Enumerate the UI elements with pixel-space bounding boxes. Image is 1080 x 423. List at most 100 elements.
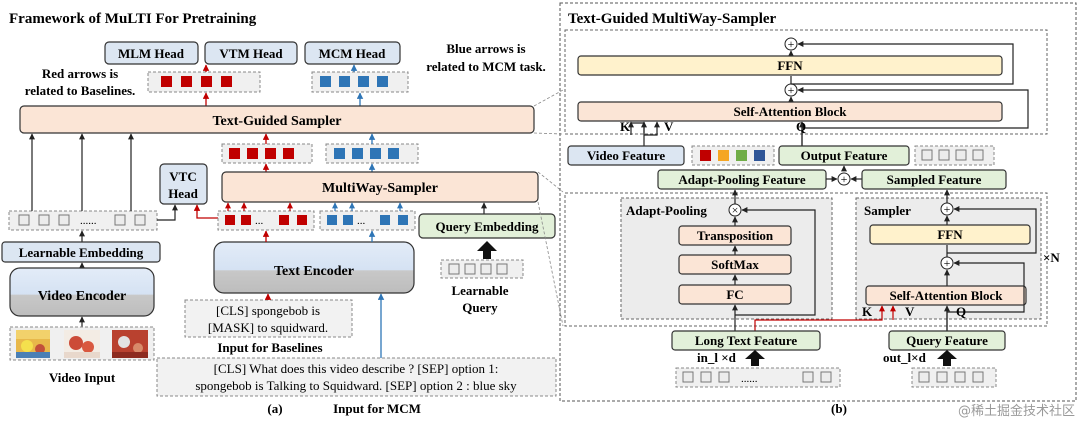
top-block-border	[564, 29, 1048, 135]
svg-text:Learnable Embedding: Learnable Embedding	[19, 245, 144, 260]
svg-text:+: +	[841, 172, 848, 186]
text-guided-sampler: Text-Guided Sampler	[19, 105, 535, 134]
plus-top	[784, 37, 798, 51]
swatch-red	[700, 150, 711, 161]
watermark: @稀土掘金技术社区	[958, 403, 1075, 419]
svg-text:Query Feature: Query Feature	[906, 333, 988, 348]
red-tokens-top	[147, 71, 261, 93]
self-attention-top: Self-Attention Block	[577, 101, 1003, 122]
pooling-sampler-border	[564, 192, 1048, 327]
up-arrow-query	[477, 241, 497, 259]
query-embedding: Query Embedding	[418, 213, 556, 239]
video-frame-1	[16, 330, 50, 358]
long-text-feature: Long Text Feature	[671, 330, 821, 351]
red-arrows-note-1: Red arrows is	[42, 66, 118, 81]
svg-text:......: ......	[80, 215, 97, 227]
video-token-row: ......	[8, 210, 158, 231]
svg-text:Self-Attention Block: Self-Attention Block	[889, 288, 1003, 303]
svg-text:FFN: FFN	[777, 58, 803, 73]
text-encoder: Text Encoder	[213, 241, 415, 294]
svg-text:VTM Head: VTM Head	[219, 46, 283, 61]
vtc-head: VTC Head	[159, 163, 208, 205]
svg-text:Text-Guided Sampler: Text-Guided Sampler	[213, 114, 342, 129]
svg-text:FC: FC	[726, 287, 743, 302]
mlm-head: MLM Head	[104, 41, 199, 65]
svg-text:MultiWay-Sampler: MultiWay-Sampler	[322, 181, 438, 196]
plus-combine	[837, 172, 851, 186]
svg-text:[CLS] spongebob is: [CLS] spongebob is	[216, 303, 320, 318]
blue-arrows-note-2: related to MCM task.	[426, 59, 546, 74]
in-dim-label: in_l ×d	[697, 350, 737, 365]
link-line-4	[537, 201, 564, 327]
times-n-label: ×N	[1043, 250, 1060, 265]
svg-text:Long Text Feature: Long Text Feature	[695, 333, 798, 348]
up-arrow-query-feature	[937, 350, 957, 366]
svg-text:+: +	[788, 83, 795, 97]
v-label-top: V	[664, 119, 674, 134]
mcm-head: MCM Head	[304, 41, 401, 65]
video-frame-2	[64, 330, 100, 358]
svg-text:VTC: VTC	[169, 169, 196, 184]
k-label-sampler: K	[862, 304, 873, 319]
up-arrow-long-text	[745, 350, 765, 366]
svg-text:...: ...	[357, 215, 366, 227]
k-label-top: K	[620, 119, 631, 134]
svg-text:Video Encoder: Video Encoder	[38, 289, 127, 304]
svg-text:Transposition: Transposition	[697, 228, 774, 243]
out-dim-label: out_l×d	[883, 350, 927, 365]
learnable-query-label-2: Query	[462, 300, 498, 315]
video-frame-3	[112, 330, 148, 358]
svg-text:MCM Head: MCM Head	[319, 46, 387, 61]
v-label-sampler: V	[905, 304, 915, 319]
sampler-label: Sampler	[864, 203, 911, 218]
mcm-input-text: [CLS] What does this video describe ? [S…	[156, 357, 557, 397]
blue-arrows-note-1: Blue arrows is	[446, 41, 525, 56]
caption-b: (b)	[831, 401, 847, 416]
query-feature: Query Feature	[888, 330, 1006, 351]
ffn-top: FFN	[577, 55, 1003, 76]
svg-text:Sampled Feature: Sampled Feature	[887, 172, 982, 187]
svg-text:+: +	[944, 202, 951, 216]
vtm-head: VTM Head	[204, 41, 298, 65]
color-swatch-group	[691, 145, 775, 166]
svg-text:Self-Attention Block: Self-Attention Block	[733, 104, 847, 119]
ffn-sampler: FFN	[869, 224, 1031, 245]
self-attention-sampler: Self-Attention Block	[865, 285, 1027, 306]
video-encoder: Video Encoder	[9, 267, 155, 317]
video-frames	[9, 326, 155, 361]
right-title: Text-Guided MultiWay-Sampler	[568, 11, 777, 27]
red-tokens-mid	[221, 143, 313, 164]
softmax: SoftMax	[678, 254, 792, 275]
output-feature: Output Feature	[778, 145, 910, 166]
multiway-sampler: MultiWay-Sampler	[221, 171, 539, 203]
input-for-mcm-label: Input for MCM	[333, 401, 421, 416]
svg-text:+: +	[944, 256, 951, 270]
svg-text:......: ......	[741, 373, 758, 385]
red-text-token-row: ...	[217, 210, 315, 231]
blue-tokens-mid	[325, 143, 419, 164]
blue-text-token-row: ...	[319, 210, 416, 231]
sampled-feature: Sampled Feature	[861, 169, 1007, 190]
video-input-label: Video Input	[49, 370, 116, 385]
plus-sampler-mid	[940, 256, 954, 270]
adapt-pooling-feature: Adapt-Pooling Feature	[657, 169, 827, 190]
adapt-pooling-label: Adapt-Pooling	[626, 203, 707, 218]
query-token-group	[911, 367, 997, 388]
baseline-input-text: [CLS] spongebob is [MASK] to squidward.	[184, 299, 353, 338]
fc: FC	[678, 284, 792, 305]
video-feature: Video Feature	[567, 145, 685, 166]
svg-text:Head: Head	[168, 186, 198, 201]
learnable-query-tokens	[440, 259, 524, 279]
link-line-3	[537, 171, 564, 193]
svg-text:...: ...	[255, 215, 264, 227]
svg-text:MLM Head: MLM Head	[118, 46, 185, 61]
svg-text:spongebob is Talking to Squidw: spongebob is Talking to Squidward. [SEP]…	[195, 378, 517, 393]
input-for-baselines-label: Input for Baselines	[217, 340, 322, 355]
link-line-2	[533, 132, 564, 135]
output-token-group	[914, 145, 995, 166]
long-text-token-group: ......	[675, 367, 841, 388]
svg-text:Query Embedding: Query Embedding	[436, 219, 539, 234]
svg-text:[MASK] to squidward.: [MASK] to squidward.	[208, 320, 328, 335]
left-title: Framework of MuLTI For Pretraining	[9, 11, 257, 27]
